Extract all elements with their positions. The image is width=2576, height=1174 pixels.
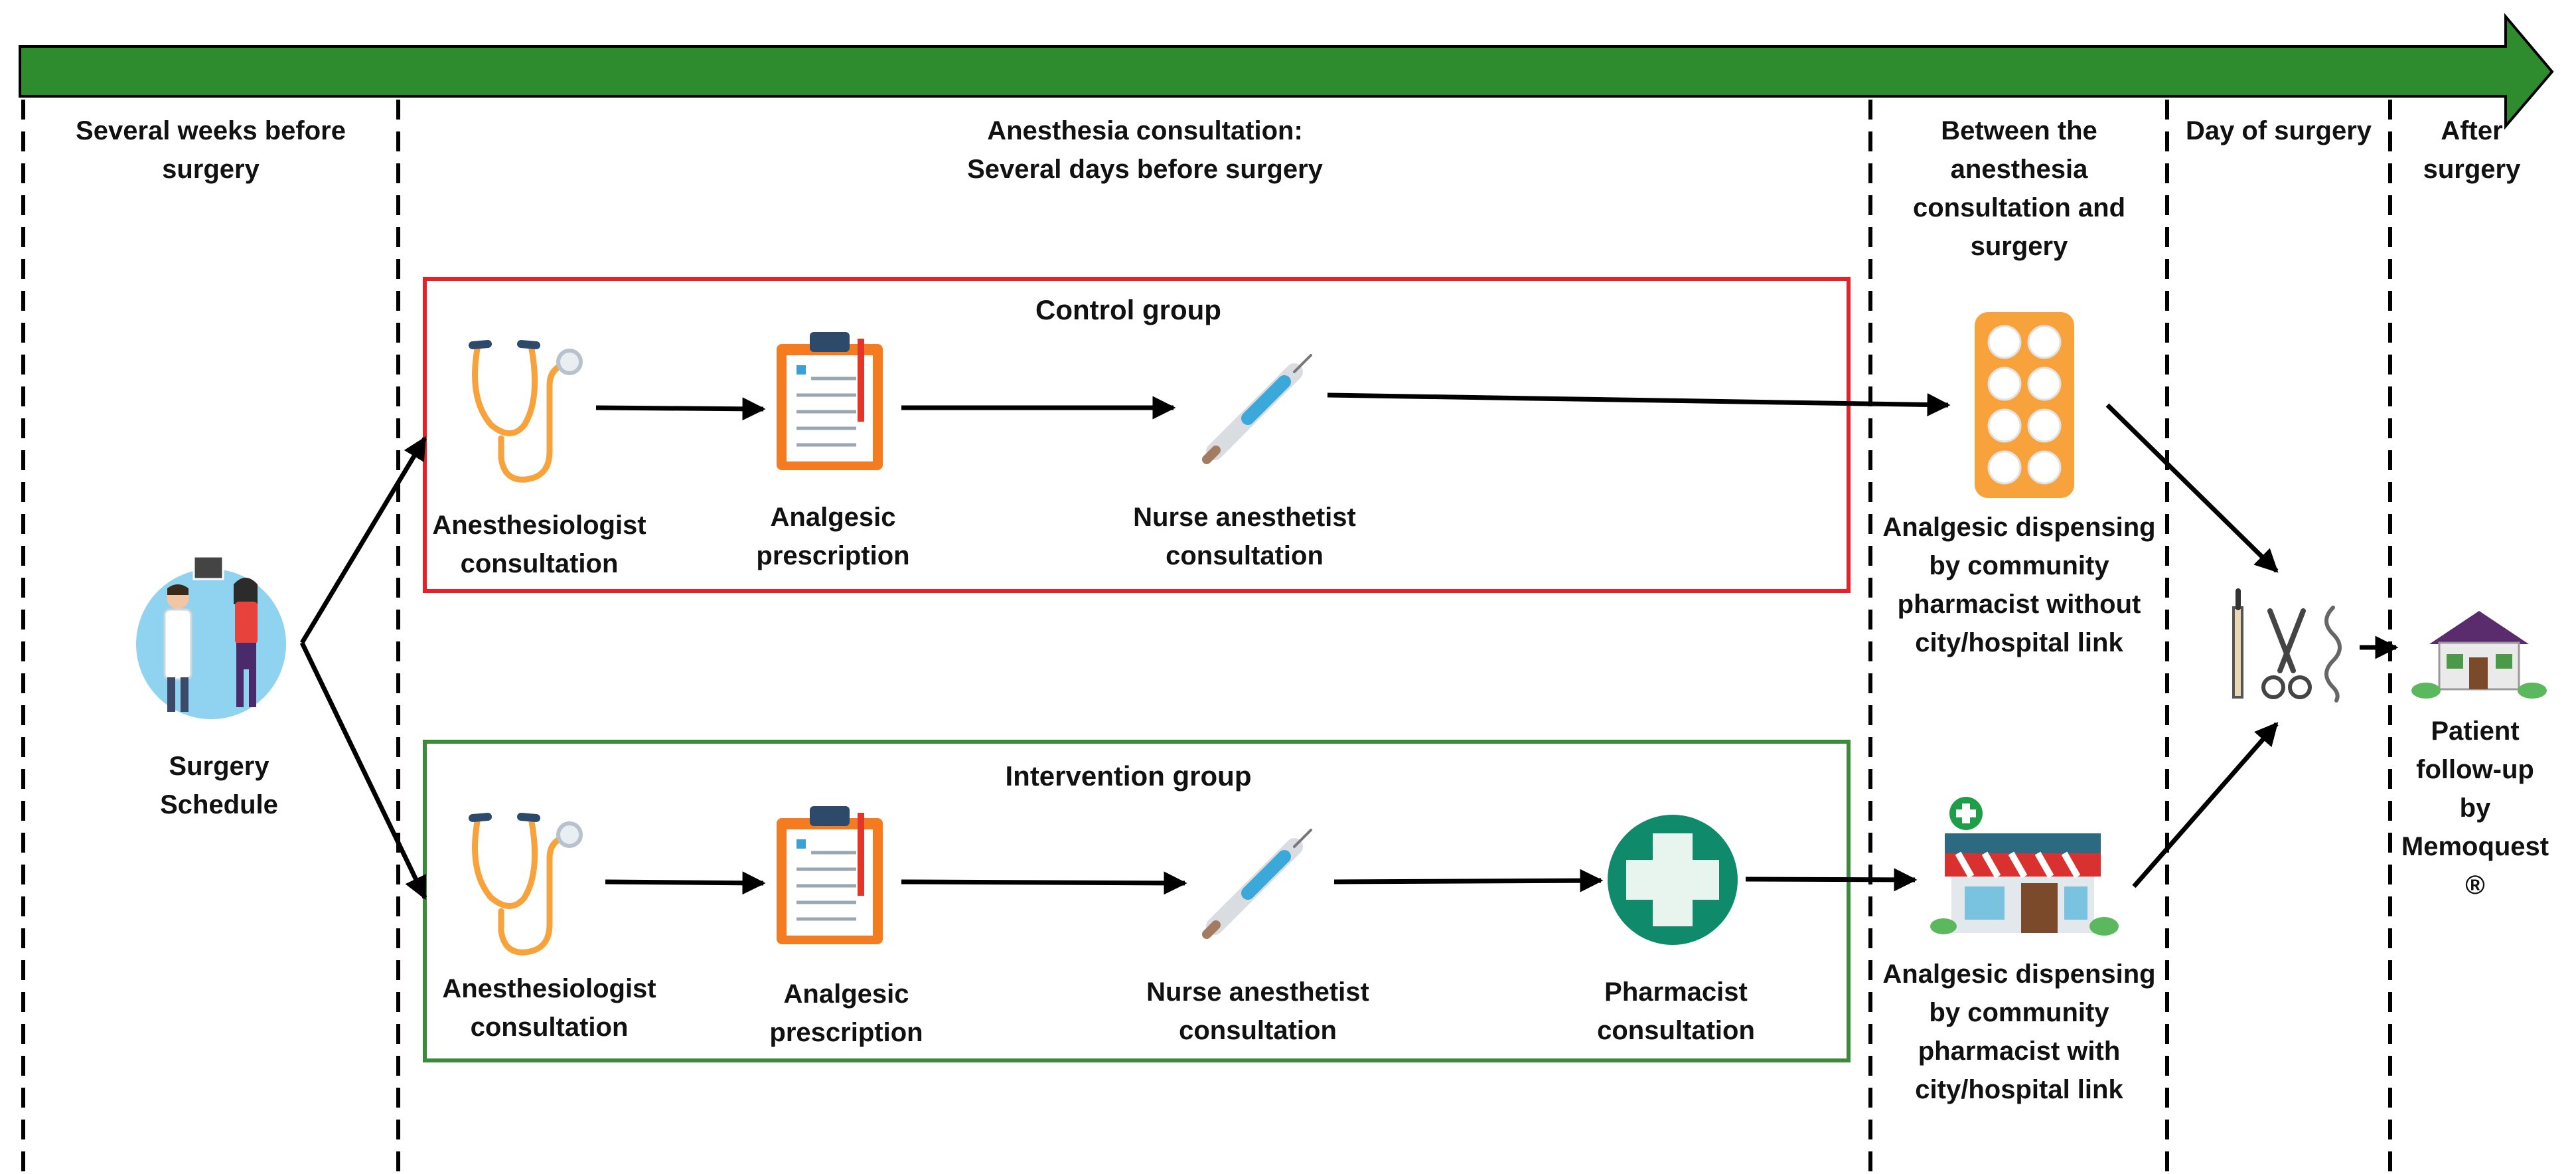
control-anesthesiologist-label: Anesthesiologist consultation bbox=[432, 511, 646, 578]
intervention-group-box bbox=[423, 740, 1851, 1062]
stethoscope-icon-2 bbox=[469, 813, 583, 956]
dispensing-with-link-label: Analgesic dispensing by community pharma… bbox=[1882, 960, 2156, 1104]
control-prescription-label: Analgesic prescription bbox=[756, 503, 910, 570]
control-group-box bbox=[423, 277, 1851, 593]
arrow-int-nurse-to-pharm bbox=[1333, 869, 1604, 892]
arrow-int-pharm-to-dispense bbox=[1745, 868, 1918, 892]
control-nurse-label: Nurse anesthetist consultation bbox=[1133, 503, 1356, 570]
doctor-patient-icon bbox=[136, 555, 286, 719]
prescription-clipboard-icon-2 bbox=[777, 806, 883, 944]
prescription-clipboard-icon bbox=[777, 332, 883, 470]
phase-label-day-of-surgery: Day of surgery bbox=[2185, 116, 2372, 145]
arrow-dispense-with-to-surgery bbox=[2132, 722, 2279, 888]
arrow-ctrl-nurse-to-dispense bbox=[1327, 392, 1951, 416]
dispensing-without-link-label: Analgesic dispensing by community pharma… bbox=[1882, 513, 2156, 657]
intervention-group-title: Intervention group bbox=[1005, 760, 1252, 792]
intervention-anesthesiologist-label: Anesthesiologist consultation bbox=[442, 974, 656, 1042]
timeline-arrow bbox=[19, 13, 2554, 130]
arrow-ctrl-anesth-to-rx bbox=[595, 397, 766, 421]
arrow-schedule-to-intervention bbox=[299, 641, 427, 900]
arrow-schedule-to-control bbox=[299, 436, 427, 644]
phase-label-after-surgery: After surgery bbox=[2423, 116, 2521, 184]
home-followup-icon bbox=[2411, 611, 2547, 699]
phase-label-anesthesia-consultation: Anesthesia consultation: Several days be… bbox=[967, 116, 1323, 184]
arrow-dispense-without-to-surgery bbox=[2105, 403, 2279, 573]
arrow-int-anesth-to-rx bbox=[605, 871, 766, 895]
syringe-icon bbox=[1202, 354, 1312, 464]
surgery-schedule-label: Surgery Schedule bbox=[160, 752, 278, 819]
pharmacy-store-icon bbox=[1930, 797, 2119, 936]
syringe-icon-2 bbox=[1202, 829, 1312, 939]
pharmacy-cross-icon bbox=[1608, 815, 1738, 945]
intervention-prescription-label: Analgesic prescription bbox=[769, 979, 923, 1047]
flow-arrows bbox=[299, 392, 2399, 900]
intervention-nurse-label: Nurse anesthetist consultation bbox=[1146, 977, 1369, 1045]
patient-followup-label: Patient follow-up by Memoquest ® bbox=[2401, 716, 2549, 900]
pill-blister-icon bbox=[1975, 312, 2074, 498]
control-group-title: Control group bbox=[1035, 294, 1221, 325]
phase-label-several-weeks: Several weeks before surgery bbox=[76, 116, 346, 184]
intervention-pharmacist-label: Pharmacist consultation bbox=[1597, 977, 1755, 1045]
stethoscope-icon bbox=[469, 340, 583, 483]
phase-label-between-consultation-surgery: Between the anesthesia consultation and … bbox=[1913, 116, 2125, 261]
arrow-int-rx-to-nurse bbox=[901, 871, 1187, 895]
phase-dividers bbox=[21, 100, 2392, 1174]
surgical-instruments-icon bbox=[2232, 588, 2342, 703]
